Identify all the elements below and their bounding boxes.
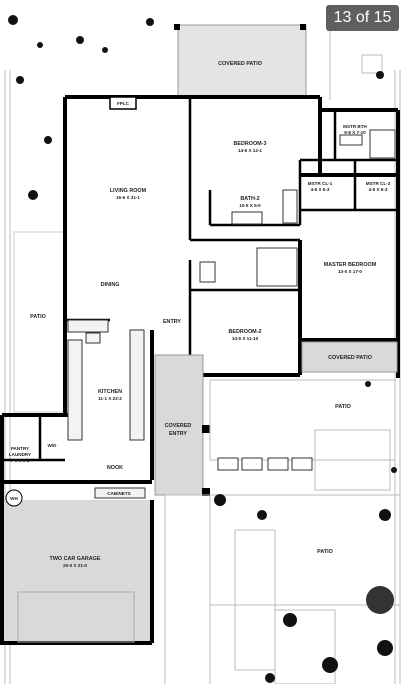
- label-living-room-dim: 16-6 X 31-1: [116, 195, 140, 200]
- image-counter-badge[interactable]: 13 of 15: [326, 5, 399, 31]
- label-nook: NOOK: [107, 465, 123, 471]
- label-mstr-cl1-dim: 4-6 X 6-3: [311, 187, 330, 192]
- label-master-bedroom: MASTER BEDROOM: [324, 262, 377, 268]
- interior-walls: [2, 97, 398, 462]
- label-dining: DINING: [101, 282, 120, 288]
- label-entry: ENTRY: [163, 319, 181, 325]
- label-patio-left: PATIO: [30, 314, 46, 320]
- label-patio-bottom: PATIO: [317, 549, 333, 555]
- garage-area: [4, 500, 150, 641]
- fixtures: [199, 129, 396, 287]
- patio-left-area: [13, 231, 65, 413]
- covered-patio-top: [177, 24, 307, 98]
- exterior-walls: [0, 95, 400, 645]
- planters: [217, 457, 313, 471]
- label-bath2: BATH-2: [240, 196, 259, 202]
- label-mstr-cl2: MSTR CL-2: [366, 181, 391, 186]
- label-living-room: LIVING ROOM: [110, 188, 147, 194]
- label-bedroom2: BEDROOM-2: [229, 329, 262, 335]
- covered-entry-area: [154, 354, 204, 496]
- counter-current: 13: [333, 9, 352, 26]
- label-bath2-dim: 10-5 X 5-0: [239, 203, 261, 208]
- label-mstr-cl1: MSTR CL-1: [308, 181, 333, 186]
- label-covered-patio-right: COVERED PATIO: [328, 355, 372, 361]
- label-wh: WH: [10, 496, 18, 501]
- label-covered-entry-1: COVERED: [165, 423, 192, 429]
- label-fplc: FPLC: [117, 101, 130, 106]
- label-bedroom2-dim: 14-5 X 11-10: [232, 336, 259, 341]
- counter-of: of: [355, 9, 370, 26]
- label-bedroom3-dim: 14-6 X 12-1: [238, 148, 262, 153]
- label-garage: TWO CAR GARAGE: [50, 556, 101, 562]
- label-master-bedroom-dim: 13-0 X 17-0: [338, 269, 362, 274]
- label-pantry-dim: 7-0 X 9-2: [11, 458, 30, 463]
- label-mstr-bth: MSTR BTH: [343, 124, 367, 129]
- label-mstr-cl2-dim: 4-6 X 6-3: [369, 187, 388, 192]
- label-laundry: LAUNDRY: [9, 452, 31, 457]
- label-cabinets: CABINETS: [107, 491, 130, 496]
- shrubs: [8, 15, 397, 683]
- label-garage-dim: 20-0 X 21-0: [63, 563, 87, 568]
- label-mstr-bth-dim: 9-8 X 7-10: [344, 130, 366, 135]
- label-wd: W/D: [48, 443, 58, 448]
- kitchen-counters: [67, 319, 146, 499]
- counter-total: 15: [373, 9, 392, 26]
- label-kitchen: KITCHEN: [98, 389, 122, 395]
- covered-patio-right: [301, 341, 398, 373]
- label-patio-right: PATIO: [335, 404, 351, 410]
- label-covered-patio-top: COVERED PATIO: [218, 61, 262, 67]
- label-covered-entry-2: ENTRY: [169, 431, 187, 437]
- label-kitchen-dim: 11-1 X 22-2: [98, 396, 122, 401]
- label-pantry: PANTRY: [11, 446, 29, 451]
- label-bedroom3: BEDROOM-3: [234, 141, 267, 147]
